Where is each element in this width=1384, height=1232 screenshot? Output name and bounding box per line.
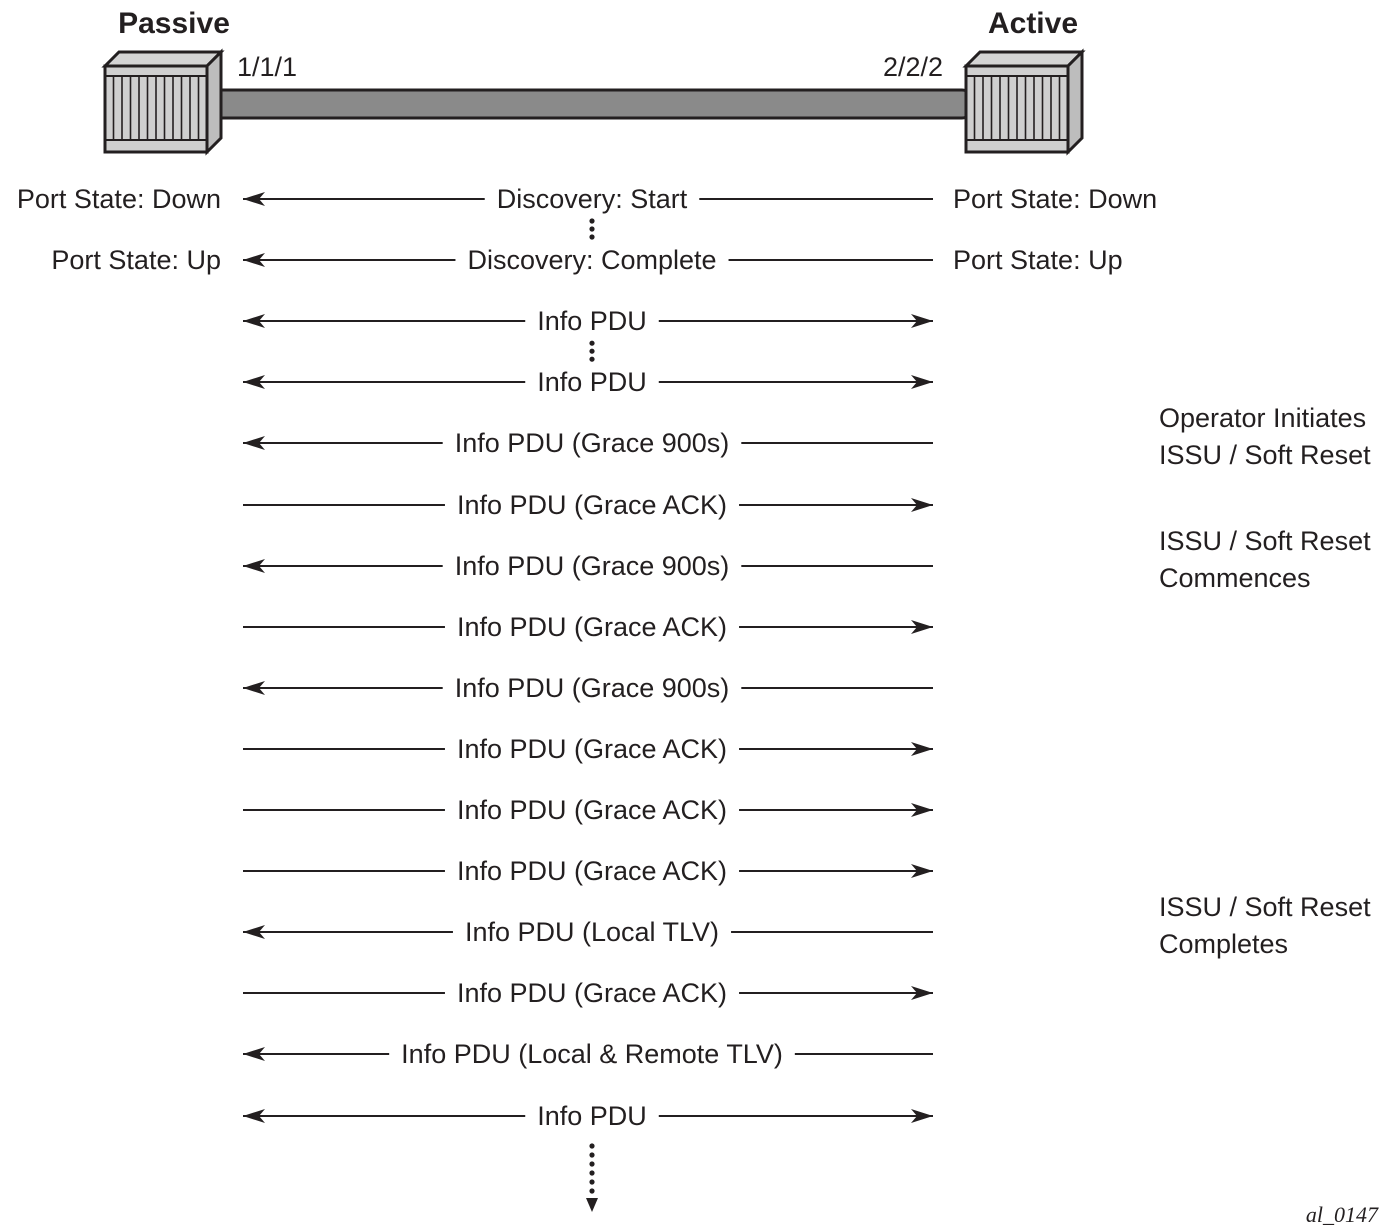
link-cable [208,88,974,120]
event-note: Commences [1159,563,1311,593]
message-label: Info PDU (Grace ACK) [457,734,727,764]
message-label: Info PDU [537,1101,647,1131]
arrowhead-left-icon [243,559,265,573]
event-note: ISSU / Soft Reset [1159,440,1371,470]
message-label: Info PDU (Grace 900s) [455,428,730,458]
arrowhead-right-icon [911,314,933,328]
message-label: Info PDU (Local & Remote TLV) [401,1039,783,1069]
event-note: ISSU / Soft Reset [1159,892,1371,922]
message-label: Info PDU [537,306,647,336]
message-label: Info PDU (Grace ACK) [457,795,727,825]
event-note: Operator Initiates [1159,403,1366,433]
arrowhead-right-icon [911,803,933,817]
arrowhead-left-icon [243,314,265,328]
message-label: Discovery: Complete [467,245,716,275]
active-title: Active [988,7,1078,40]
arrowhead-right-icon [911,1109,933,1123]
continuation-arrow-icon [586,1198,598,1212]
message-label: Discovery: Start [497,184,688,214]
message-label: Info PDU (Grace ACK) [457,490,727,520]
ellipsis-dot [589,356,595,362]
ellipsis-dot [589,348,595,354]
message-label: Info PDU (Local TLV) [465,917,719,947]
passive-title: Passive [118,7,230,40]
ellipsis-dot [589,1179,595,1185]
arrowhead-left-icon [243,925,265,939]
arrowhead-right-icon [911,986,933,1000]
active-port-state: Port State: Up [953,245,1123,275]
passive-port-state: Port State: Up [51,245,221,275]
ellipsis-dot [589,226,595,232]
figure-id: al_0147 [1306,1202,1379,1227]
event-note: ISSU / Soft Reset [1159,526,1371,556]
arrowhead-left-icon [243,253,265,267]
ellipsis-dot [589,1170,595,1176]
message-label: Info PDU (Grace 900s) [455,673,730,703]
arrowhead-right-icon [911,864,933,878]
arrowhead-right-icon [911,742,933,756]
arrowhead-left-icon [243,1109,265,1123]
arrowhead-right-icon [911,375,933,389]
event-note: Completes [1159,929,1288,959]
message-label: Info PDU (Grace ACK) [457,856,727,886]
passive-port-state: Port State: Down [17,184,221,214]
ellipsis-dot [589,340,595,346]
message-label: Info PDU [537,367,647,397]
arrowhead-left-icon [243,192,265,206]
passive-router-icon [103,50,223,154]
arrowhead-left-icon [243,681,265,695]
active-port: 2/2/2 [883,52,943,82]
ellipsis-dot [589,1143,595,1149]
passive-port: 1/1/1 [237,52,297,82]
message-label: Info PDU (Grace 900s) [455,551,730,581]
arrowhead-right-icon [911,498,933,512]
ellipsis-dot [589,1188,595,1194]
ellipsis-dot [589,218,595,224]
ellipsis-dot [589,1161,595,1167]
message-label: Info PDU (Grace ACK) [457,978,727,1008]
arrowhead-left-icon [243,1047,265,1061]
ellipsis-dot [589,234,595,240]
arrowhead-left-icon [243,436,265,450]
message-label: Info PDU (Grace ACK) [457,612,727,642]
active-router-icon [964,50,1084,154]
active-port-state: Port State: Down [953,184,1157,214]
ellipsis-dot [589,1152,595,1158]
arrowhead-left-icon [243,375,265,389]
arrowhead-right-icon [911,620,933,634]
